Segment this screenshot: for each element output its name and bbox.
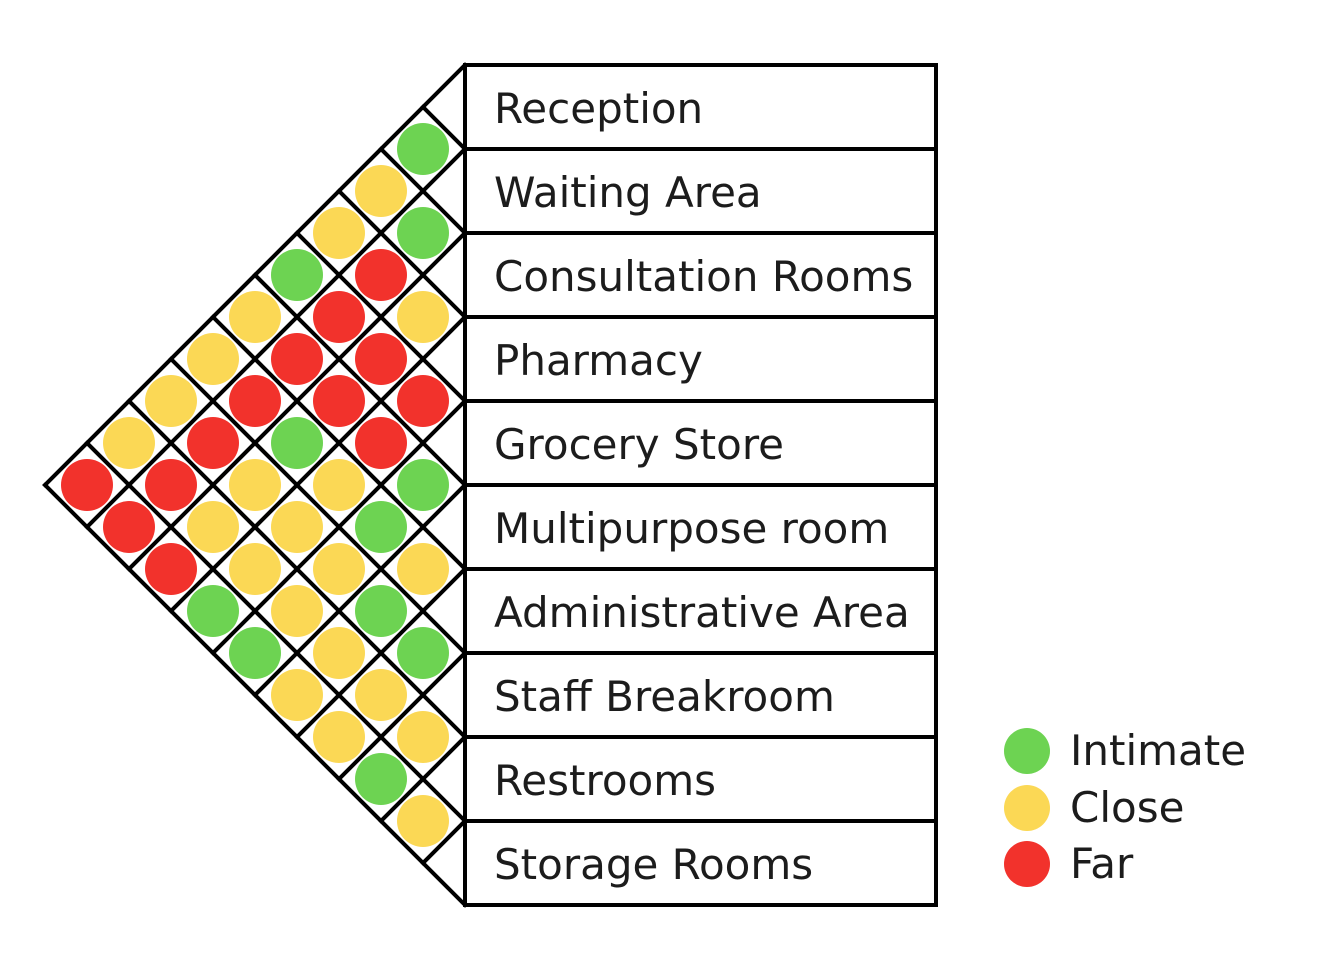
relationship-dot-intimate — [397, 207, 449, 259]
grid-line — [378, 146, 468, 236]
grid-line — [420, 104, 468, 152]
relationship-dot-close — [229, 459, 281, 511]
room-label-consultation: Consultation Rooms — [494, 252, 914, 301]
relationship-dot-close — [397, 711, 449, 763]
relationship-dot-intimate — [271, 417, 323, 469]
relationship-dot-close — [355, 165, 407, 217]
room-label-pharmacy: Pharmacy — [494, 336, 703, 385]
legend-dot-far — [1004, 841, 1050, 887]
grid-line — [420, 818, 468, 866]
grid-line — [84, 440, 468, 824]
relationship-dot-close — [187, 333, 239, 385]
relationship-dot-far — [313, 291, 365, 343]
relationship-dot-close — [397, 543, 449, 595]
matrix-grid — [42, 62, 468, 908]
grid-line — [84, 146, 468, 530]
legend-label-close: Close — [1070, 783, 1185, 832]
relationship-dot-intimate — [397, 123, 449, 175]
room-label-waiting-area: Waiting Area — [494, 168, 762, 217]
room-label-multipurpose: Multipurpose room — [494, 504, 890, 553]
relationship-dot-close — [313, 711, 365, 763]
relationship-dot-close — [229, 543, 281, 595]
grid-line — [168, 314, 468, 614]
grid-line — [252, 272, 468, 488]
relationship-dot-close — [397, 291, 449, 343]
grid-line — [42, 482, 468, 908]
relationship-dot-close — [313, 543, 365, 595]
relationship-dot-far — [355, 417, 407, 469]
grid-line — [294, 230, 468, 404]
relationship-dot-close — [145, 375, 197, 427]
room-label-reception: Reception — [494, 84, 704, 133]
legend-dot-intimate — [1004, 728, 1050, 774]
relationship-dot-far — [397, 375, 449, 427]
relationship-dot-far — [313, 375, 365, 427]
relationship-dot-close — [271, 669, 323, 721]
legend-label-far: Far — [1070, 839, 1134, 888]
relationship-dot-close — [313, 459, 365, 511]
relationship-dot-far — [187, 417, 239, 469]
legend-label-intimate: Intimate — [1070, 726, 1247, 775]
relationship-dot-close — [187, 501, 239, 553]
grid-line — [168, 356, 468, 656]
relationship-dot-far — [145, 459, 197, 511]
room-table — [463, 63, 938, 907]
relationship-dot-intimate — [271, 249, 323, 301]
grid-line — [252, 482, 468, 698]
relationship-dot-close — [271, 585, 323, 637]
relationship-dot-intimate — [355, 753, 407, 805]
relationship-dot-close — [103, 417, 155, 469]
relationship-dot-far — [103, 501, 155, 553]
relationship-dot-far — [145, 543, 197, 595]
relationship-dot-close — [355, 669, 407, 721]
relationship-dot-close — [271, 501, 323, 553]
legend-dot-close — [1004, 785, 1050, 831]
relationship-dot-far — [229, 375, 281, 427]
room-label-restrooms: Restrooms — [494, 756, 717, 805]
relationship-dot-intimate — [397, 459, 449, 511]
relationship-dot-close — [397, 795, 449, 847]
relationship-dot-far — [61, 459, 113, 511]
relationship-dot-close — [229, 291, 281, 343]
relationship-dot-far — [355, 249, 407, 301]
relationship-dot-intimate — [229, 627, 281, 679]
grid-line — [336, 650, 468, 782]
grid-line — [126, 398, 468, 740]
relationship-dot-intimate — [187, 585, 239, 637]
relationship-dot-intimate — [355, 501, 407, 553]
relationship-dot-far — [271, 333, 323, 385]
room-label-storage: Storage Rooms — [494, 840, 814, 889]
relationship-dot-intimate — [397, 627, 449, 679]
matrix-dots — [61, 123, 449, 847]
room-label-breakroom: Staff Breakroom — [494, 672, 835, 721]
grid-line — [336, 188, 468, 320]
relationship-dot-far — [355, 333, 407, 385]
relationship-dot-close — [313, 627, 365, 679]
room-label-grocery: Grocery Store — [494, 420, 785, 469]
relationship-dot-intimate — [355, 585, 407, 637]
room-label-administrative: Administrative Area — [494, 588, 910, 637]
grid-line — [210, 314, 468, 572]
relationship-dot-close — [313, 207, 365, 259]
